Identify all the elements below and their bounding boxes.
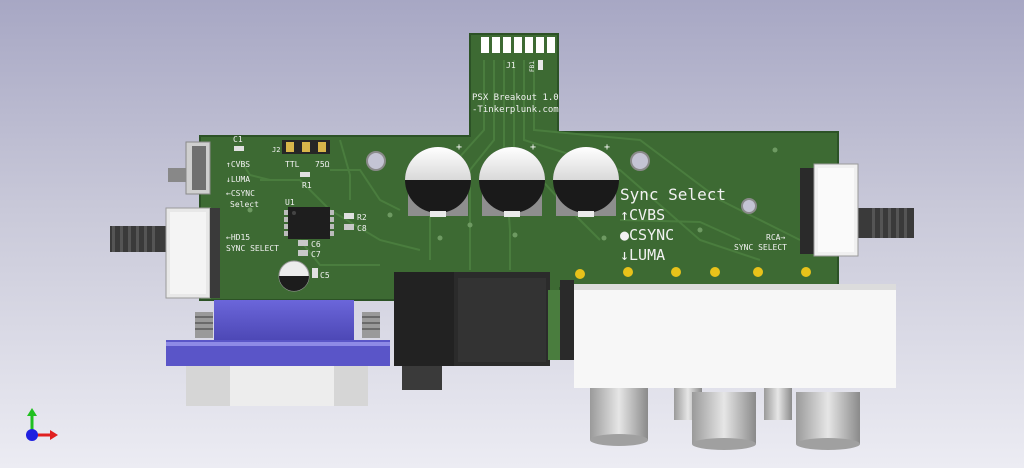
right-switch-shaft xyxy=(858,208,914,238)
hd15-sync-select-label: SYNC SELECT xyxy=(226,244,279,253)
c7-component xyxy=(298,250,308,256)
svg-text:+: + xyxy=(456,142,462,153)
rca-jack-3[interactable] xyxy=(764,388,860,450)
r2-component xyxy=(344,213,354,219)
c1-label: C1 xyxy=(233,135,243,144)
audio-jack-connector[interactable] xyxy=(394,272,560,390)
r2-label: R2 xyxy=(357,213,367,222)
vga-screw-left xyxy=(195,312,213,338)
c7-label: C7 xyxy=(311,250,321,259)
c8-component xyxy=(344,224,354,230)
board-website: -Tinkerplunk.com xyxy=(472,105,559,115)
jumper-j2[interactable] xyxy=(282,140,330,154)
r1-label: R1 xyxy=(302,181,312,190)
vga-hd15-connector[interactable] xyxy=(166,300,390,406)
vias xyxy=(247,147,813,241)
ohm-label: 75Ω xyxy=(315,160,330,169)
axis-orientation-gizmo xyxy=(26,408,58,441)
c5-pad xyxy=(312,268,318,278)
sync-select-title: Sync Select xyxy=(620,185,726,204)
c8-label: C8 xyxy=(357,224,367,233)
c1-component xyxy=(234,146,244,151)
electrolytic-capacitor-3[interactable]: + xyxy=(553,142,619,217)
select-left-label: Select xyxy=(230,200,259,209)
j2-label: J2 xyxy=(272,146,280,154)
c6-component xyxy=(298,240,308,246)
ic-u1[interactable] xyxy=(284,207,334,239)
capacitor-c5[interactable] xyxy=(278,260,310,292)
hd15-label: ←HD15 xyxy=(226,233,250,242)
rca-sync-select-switch[interactable] xyxy=(800,163,859,257)
rca-label: RCA→ xyxy=(766,233,785,242)
sync-csync-option: ●CSYNC xyxy=(620,226,674,244)
csync-left-label: ←CSYNC xyxy=(226,189,255,198)
luma-left-label: ↓LUMA xyxy=(226,175,250,184)
electrolytic-capacitor-2[interactable]: + xyxy=(479,142,545,217)
sync-luma-option: ↓LUMA xyxy=(620,246,665,264)
rca-jack-2[interactable] xyxy=(674,388,756,450)
hd15-sync-select-switch[interactable] xyxy=(165,207,220,299)
rca-jack-1[interactable] xyxy=(590,388,648,446)
vga-screw-right xyxy=(362,312,380,338)
fb1-component xyxy=(538,60,543,70)
fb1-label: FB1 xyxy=(529,61,536,72)
c6-label: C6 xyxy=(311,240,321,249)
left-switch-shaft xyxy=(110,226,170,252)
csync-slide-switch[interactable] xyxy=(168,141,211,195)
svg-text:+: + xyxy=(604,142,610,153)
rca-connector-block[interactable] xyxy=(560,280,896,388)
board-title: PSX Breakout 1.0 xyxy=(472,93,559,103)
cvbs-left-label: ↑CVBS xyxy=(226,160,250,169)
sync-cvbs-option: ↑CVBS xyxy=(620,206,665,224)
edge-connector-j1[interactable] xyxy=(481,37,555,53)
rca-gold-pins xyxy=(575,267,811,279)
r1-component xyxy=(300,172,310,177)
svg-text:+: + xyxy=(530,142,536,153)
rca-sync-select-label: SYNC SELECT xyxy=(734,243,787,252)
u1-label: U1 xyxy=(285,198,295,207)
electrolytic-capacitor-1[interactable]: + xyxy=(405,142,471,217)
c5-label: C5 xyxy=(320,271,330,280)
j1-label: J1 xyxy=(506,61,516,70)
ttl-label: TTL xyxy=(285,160,300,169)
